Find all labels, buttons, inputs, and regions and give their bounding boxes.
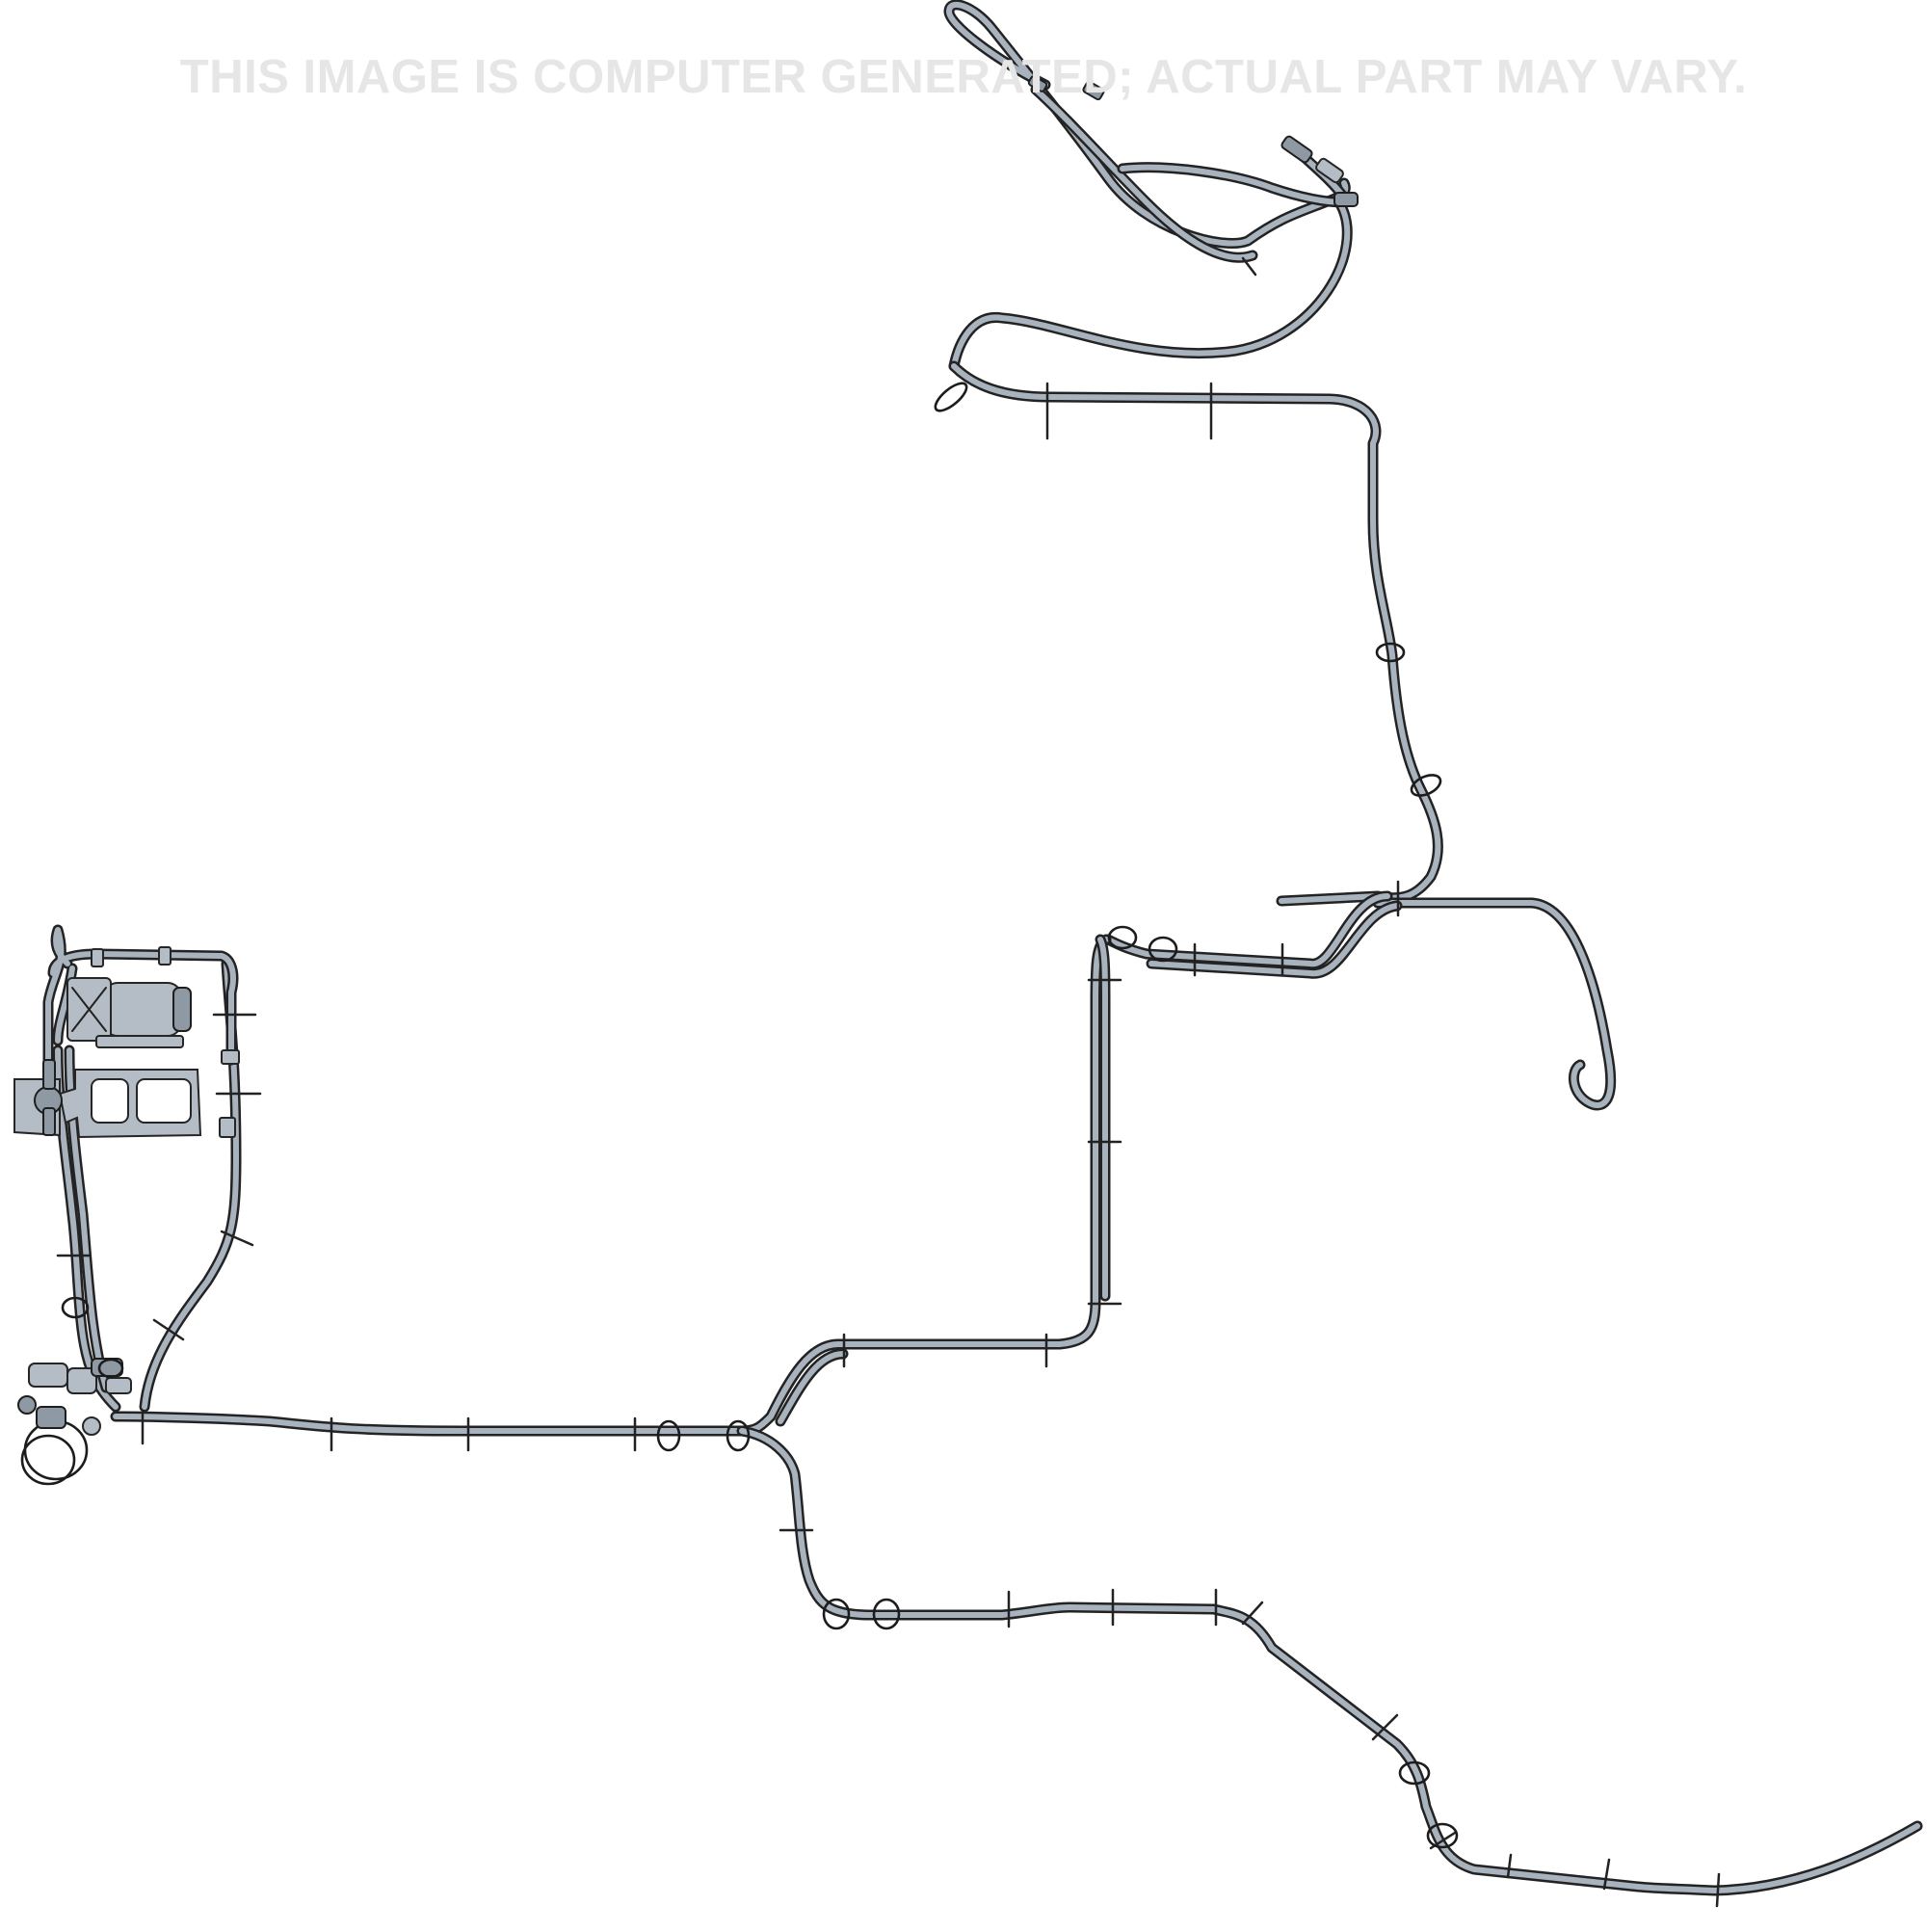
line-vertical-drop [739, 937, 1109, 1434]
line-loop-clip [1398, 1760, 1431, 1786]
line-s-curve-outline [948, 197, 1353, 372]
pump-base [95, 1035, 184, 1048]
bracket-cutout [136, 1078, 192, 1124]
line-loop-clip [1410, 774, 1442, 797]
line-top-upper [1120, 164, 1347, 205]
line-loop-clip [61, 1296, 90, 1319]
line-loop-clip [1375, 642, 1406, 663]
line-top-loop-2 [1033, 87, 1255, 261]
valve-stem [42, 1059, 56, 1090]
line-loop-clip [656, 1419, 681, 1452]
line-mid-upper [1105, 893, 1390, 967]
fitting-end [1280, 135, 1313, 164]
line-loop-clip [20, 1434, 76, 1486]
line-mid-upper-2 [1148, 903, 1400, 977]
fitting-end [36, 1406, 66, 1429]
line-loop-clip [872, 1598, 901, 1630]
fitting-end [28, 1363, 68, 1388]
line-loop-clip [97, 1358, 124, 1379]
fitting-end [105, 1377, 132, 1394]
pump-housing-edge [71, 987, 107, 1032]
line-loop-clip [934, 382, 968, 412]
line-retaining-clip [152, 1318, 185, 1341]
line-retaining-clip [1715, 1872, 1721, 1908]
line-retaining-clip [220, 1230, 254, 1247]
fitting-end [1027, 75, 1048, 93]
pump-motor [103, 982, 182, 1037]
motor-endcap [172, 987, 192, 1032]
line-vertical-drop-2 [778, 937, 1108, 1424]
line-retaining-clip [1506, 1853, 1513, 1879]
valve-stem [42, 1107, 56, 1136]
bracket-cutout [91, 1078, 129, 1124]
fitting-nut [82, 1416, 101, 1436]
line-lower-route [739, 1428, 1920, 1893]
brake-line-routes [42, 0, 1923, 1896]
line-s-curve [951, 199, 1351, 369]
line-right-hook [1375, 900, 1614, 1108]
line-retaining-clip [1241, 256, 1257, 277]
line-loop-clip [726, 1419, 751, 1452]
line-upper-route [951, 363, 1441, 904]
line-vertical-drop-outline [736, 934, 1112, 1437]
hydraulic-pump-assembly [13, 946, 240, 1139]
fitting-end [219, 1117, 236, 1138]
fitting-end [1082, 80, 1105, 101]
line-retaining-clip [1602, 1858, 1611, 1891]
line-lower-route-outline [736, 1425, 1923, 1896]
line-loop-clip [1148, 936, 1178, 963]
fitting-end [221, 1049, 240, 1065]
line-upper-route-outline [948, 360, 1443, 907]
line-top-loop [946, 1, 1349, 247]
lower-fitting-cluster [17, 1358, 132, 1486]
line-main-horizontal [113, 1414, 745, 1434]
line-loop-clip [1426, 1822, 1459, 1849]
line-retaining-clip [1241, 1601, 1264, 1626]
fitting-end [1333, 192, 1359, 207]
line-loop-clip [1107, 925, 1138, 950]
line-retaining-clip [1371, 1713, 1399, 1741]
line-loop-clips [61, 382, 1459, 1849]
upper-fitting-cluster [1027, 75, 1359, 207]
fitting-end [66, 1367, 97, 1394]
fitting-end [1315, 157, 1344, 184]
fitting-end [91, 948, 104, 967]
fitting-end [158, 946, 172, 966]
line-loop-clip [822, 1598, 851, 1630]
line-loop-clip [23, 1419, 89, 1481]
line-retaining-clips [56, 256, 1721, 1908]
fitting-nut [17, 1395, 37, 1415]
